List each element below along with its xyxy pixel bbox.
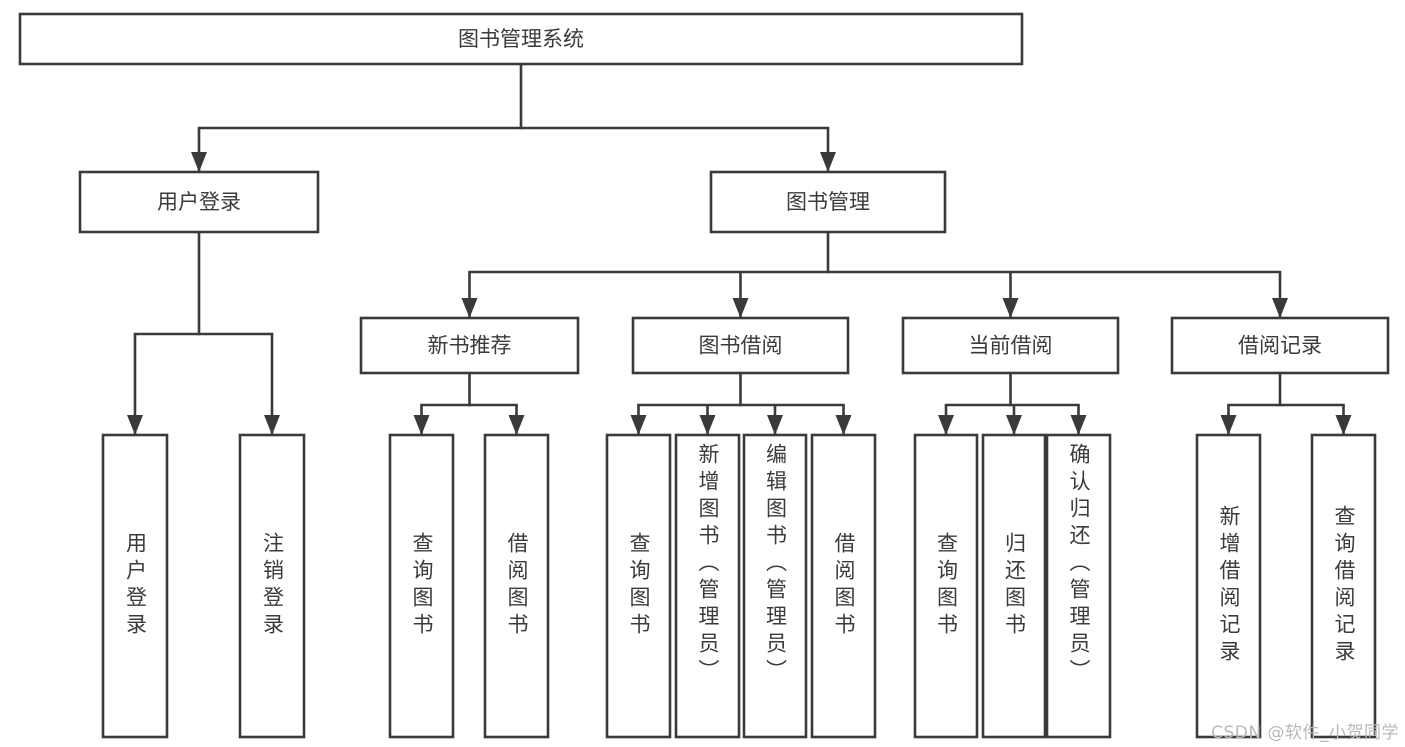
node-box-user-login[interactable] — [78, 170, 320, 234]
node-box-leaf-edit-book[interactable] — [742, 433, 808, 739]
node-box-book-borrow[interactable] — [631, 316, 850, 375]
arrow-head-book-manage — [820, 152, 836, 172]
arrow-head-borrow-record — [1272, 298, 1288, 318]
arrow-head-leaf-query-record — [1335, 415, 1352, 435]
node-box-leaf-query-book-cur[interactable] — [913, 433, 979, 739]
node-box-borrow-record[interactable] — [1170, 316, 1390, 375]
node-label-borrow-record: 借阅记录 — [1238, 334, 1322, 358]
arrow-head-leaf-user-login — [127, 415, 143, 435]
node-label-user-login: 用户登录 — [157, 190, 241, 214]
arrow-head-leaf-add-book — [699, 415, 716, 435]
arrow-head-book-borrow — [732, 298, 749, 318]
arrow-head-leaf-borrow-book — [835, 415, 852, 435]
arrow-head-leaf-query-book-borrow — [630, 415, 647, 435]
node-box-leaf-borrow-book-rec[interactable] — [483, 433, 550, 739]
node-label-book-borrow: 图书借阅 — [699, 334, 783, 358]
node-box-leaf-return-book[interactable] — [981, 433, 1047, 739]
node-box-leaf-query-book-rec[interactable] — [388, 433, 455, 739]
node-box-leaf-add-book[interactable] — [674, 433, 741, 739]
node-box-leaf-borrow-book[interactable] — [810, 433, 877, 739]
node-box-root[interactable] — [18, 12, 1024, 66]
node-box-new-book-rec[interactable] — [359, 316, 580, 375]
node-label-root: 图书管理系统 — [458, 27, 584, 51]
node-box-book-manage[interactable] — [709, 170, 947, 234]
node-label-new-book-rec: 新书推荐 — [428, 334, 512, 358]
arrow-head-leaf-confirm-return — [1070, 415, 1087, 435]
arrow-head-leaf-query-book-cur — [938, 415, 954, 435]
node-box-leaf-add-record[interactable] — [1195, 433, 1262, 739]
arrow-head-leaf-add-record — [1220, 415, 1237, 435]
node-box-leaf-user-login[interactable] — [101, 433, 169, 739]
node-label-current-borrow: 当前借阅 — [969, 334, 1053, 358]
arrow-head-current-borrow — [1002, 298, 1019, 318]
arrow-head-leaf-edit-book — [767, 415, 783, 435]
arrow-head-new-book-rec — [461, 298, 478, 318]
watermark-text: CSDN @软件_小贺同学 — [1211, 723, 1399, 743]
arrow-head-leaf-return-book — [1006, 415, 1022, 435]
arrow-head-user-login — [191, 152, 207, 172]
node-box-leaf-query-record[interactable] — [1310, 433, 1377, 739]
arrow-head-leaf-query-book-rec — [413, 415, 430, 435]
node-label-book-manage: 图书管理 — [786, 190, 870, 214]
node-box-leaf-logout[interactable] — [238, 433, 306, 739]
node-box-leaf-confirm-return[interactable] — [1045, 433, 1112, 739]
node-box-leaf-query-book-borrow[interactable] — [605, 433, 672, 739]
connectors-layer — [127, 62, 1352, 435]
arrow-head-leaf-borrow-book-rec — [508, 415, 525, 435]
node-box-current-borrow[interactable] — [901, 316, 1120, 375]
arrow-head-leaf-logout — [264, 415, 280, 435]
